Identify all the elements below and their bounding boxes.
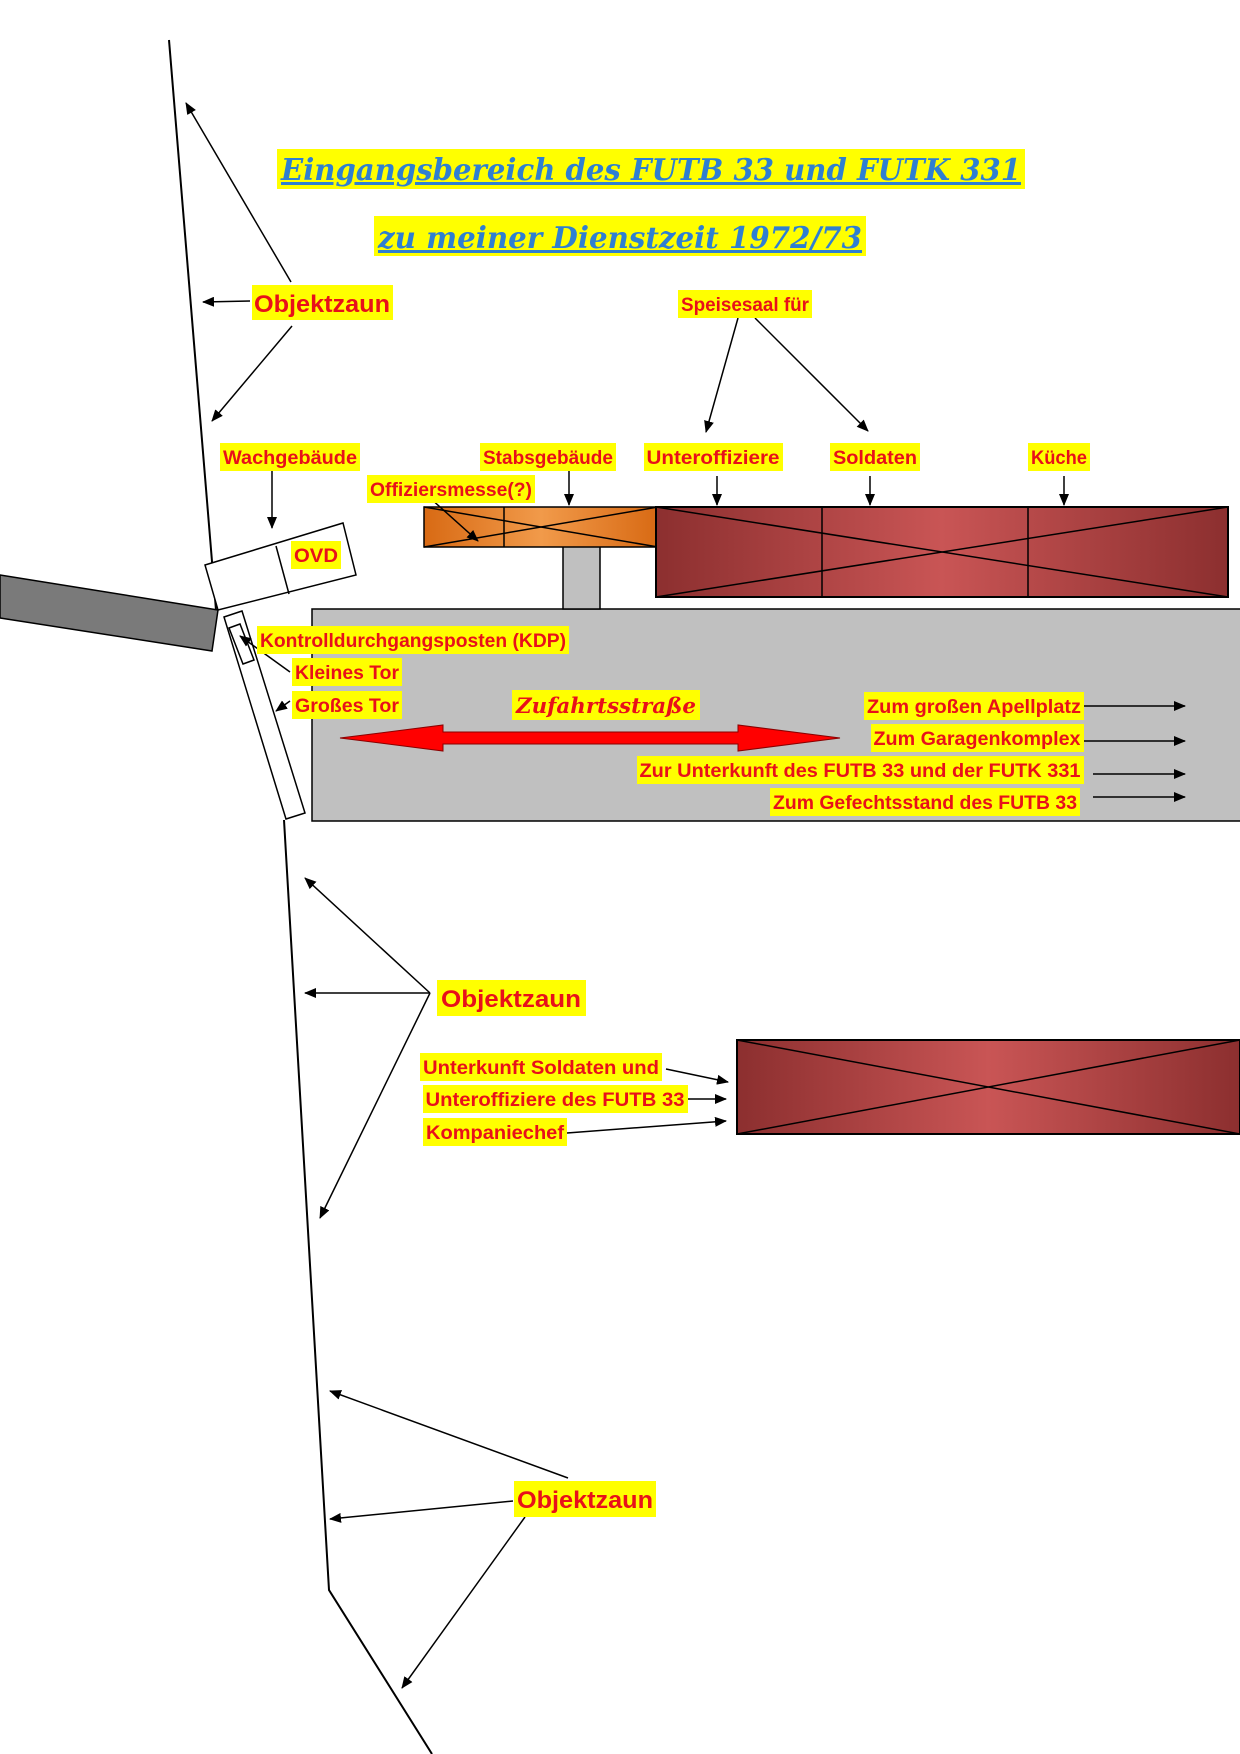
- svg-text:Unteroffiziere des FUTB 33: Unteroffiziere des FUTB 33: [426, 1090, 685, 1111]
- label-to-command: Zum Gefechtsstand des FUTB 33: [770, 788, 1080, 816]
- barracks-building: [736, 1039, 1240, 1135]
- label-officers-mess: Offiziersmesse(?): [367, 475, 535, 503]
- svg-text:Zufahrtsstraße: Zufahrtsstraße: [515, 693, 696, 718]
- title-line1-background: [277, 149, 1025, 189]
- svg-text:Stabsgebäude: Stabsgebäude: [483, 448, 613, 469]
- svg-text:Küche: Küche: [1031, 448, 1087, 469]
- labels: Objektzaun Speisesaal für Wachgebäude St…: [220, 285, 1090, 1517]
- label-ovd: OVD: [291, 541, 341, 569]
- svg-text:Wachgebäude: Wachgebäude: [223, 448, 357, 469]
- svg-text:Soldaten: Soldaten: [833, 448, 917, 469]
- label-fence-bottom: Objektzaun: [514, 1481, 656, 1517]
- label-to-garages: Zum Garagenkomplex: [871, 724, 1084, 752]
- label-company-chief: Kompaniechef: [423, 1118, 567, 1146]
- label-barracks-line2: Unteroffiziere des FUTB 33: [423, 1085, 688, 1113]
- label-soldiers: Soldaten: [830, 443, 920, 471]
- svg-text:Kontrolldurchgangsposten (KDP): Kontrolldurchgangsposten (KDP): [260, 631, 566, 652]
- fence-line: [168, 39, 433, 1754]
- label-access-road: Zufahrtsstraße: [512, 690, 700, 720]
- title-line2: zu meiner Dienstzeit 1972/73: [377, 221, 862, 256]
- label-guard-building: Wachgebäude: [220, 443, 360, 471]
- label-staff-building: Stabsgebäude: [480, 443, 616, 471]
- label-fence-middle: Objektzaun: [437, 980, 586, 1016]
- svg-text:Objektzaun: Objektzaun: [441, 986, 581, 1013]
- title-block: Eingangsbereich des FUTB 33 und FUTK 331…: [277, 149, 1025, 256]
- mess-hall-building: [655, 506, 1229, 598]
- label-fence-top: Objektzaun: [252, 285, 393, 320]
- title-line2-background: [374, 216, 866, 256]
- svg-text:Großes Tor: Großes Tor: [295, 696, 400, 717]
- svg-text:Zum Gefechtsstand des FUTB 33: Zum Gefechtsstand des FUTB 33: [773, 793, 1077, 814]
- label-large-gate: Großes Tor: [292, 691, 402, 719]
- svg-text:Unterkunft Soldaten und: Unterkunft Soldaten und: [423, 1058, 659, 1079]
- svg-text:OVD: OVD: [294, 546, 338, 567]
- label-nco: Unteroffiziere: [644, 443, 783, 471]
- label-kitchen: Küche: [1028, 443, 1090, 471]
- label-mess-hall: Speisesaal für: [678, 290, 812, 318]
- label-barracks-line1: Unterkunft Soldaten und: [420, 1053, 662, 1081]
- label-small-gate: Kleines Tor: [292, 658, 402, 686]
- outside-road: [0, 574, 219, 652]
- svg-text:Objektzaun: Objektzaun: [517, 1487, 653, 1514]
- connector-path: [562, 544, 601, 610]
- svg-text:Kleines Tor: Kleines Tor: [295, 663, 400, 684]
- title-line1: Eingangsbereich des FUTB 33 und FUTK 331: [280, 153, 1021, 188]
- svg-text:Objektzaun: Objektzaun: [254, 291, 390, 318]
- svg-text:Zur Unterkunft des FUTB 33 und: Zur Unterkunft des FUTB 33 und der FUTK …: [640, 761, 1081, 782]
- svg-text:Kompaniechef: Kompaniechef: [426, 1123, 565, 1144]
- road-direction-arrow: [339, 724, 841, 752]
- label-to-parade: Zum großen Apellplatz: [864, 692, 1084, 720]
- staff-building: [423, 506, 659, 548]
- svg-text:Zum großen Apellplatz: Zum großen Apellplatz: [867, 697, 1081, 718]
- annotation-arrows: [185, 102, 1186, 1689]
- svg-text:Zum Garagenkomplex: Zum Garagenkomplex: [874, 729, 1081, 750]
- label-to-quarters: Zur Unterkunft des FUTB 33 und der FUTK …: [637, 756, 1084, 784]
- svg-text:Offiziersmesse(?): Offiziersmesse(?): [370, 480, 532, 501]
- svg-text:Speisesaal für: Speisesaal für: [681, 295, 810, 316]
- label-kdp: Kontrolldurchgangsposten (KDP): [257, 626, 569, 654]
- svg-text:Unteroffiziere: Unteroffiziere: [647, 448, 780, 469]
